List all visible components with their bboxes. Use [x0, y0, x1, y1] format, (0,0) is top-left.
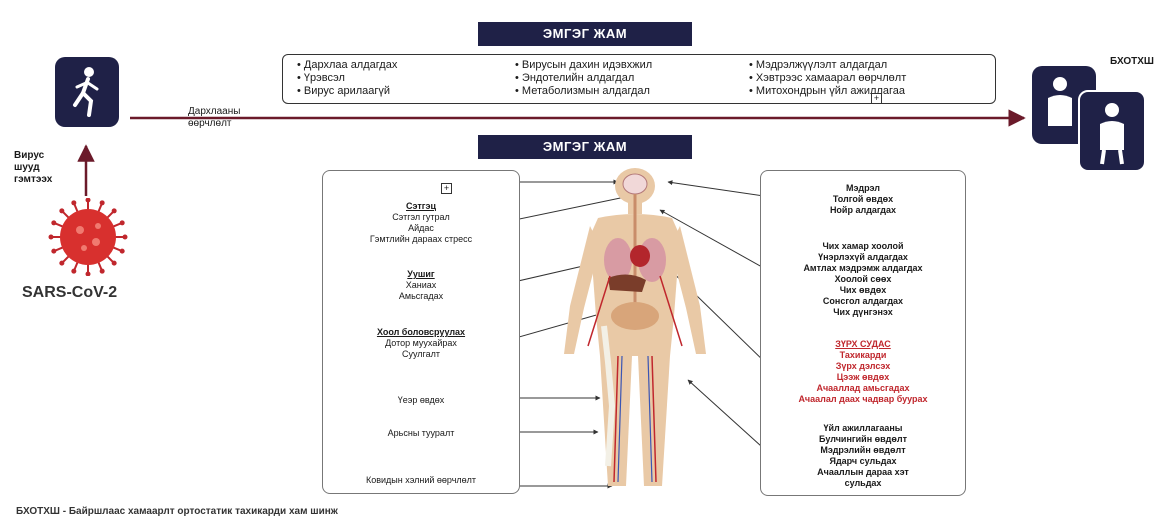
patient-icon [1080, 92, 1144, 170]
virus-spike-tip [112, 261, 117, 266]
virus-spike-tip [100, 200, 105, 205]
skin-rash-label: Арьсны тууралт [323, 428, 519, 439]
virus-spike-tip [120, 249, 125, 254]
virus-spike-tip [86, 198, 91, 203]
left-symptom-panel: + Сэтгэц Сэтгэл гутрал Айдас Гэмтлийн да… [322, 170, 520, 494]
neuro-group: Мэдрэл Толгой өвдөх Нойр алдагдах [761, 183, 965, 216]
virus-damage-label: Вирус шууд гэмтээх [14, 150, 52, 186]
ent-group: Чих хамар хоолой Үнэрлэхүй алдагдах Амтл… [761, 241, 965, 318]
running-person-icon [55, 57, 119, 127]
virus-spike-tip [120, 220, 125, 225]
psych-group: Сэтгэц Сэтгэл гутрал Айдас Гэмтлийн дара… [323, 201, 519, 245]
joint-pain-label: Үеэр өвдөх [323, 395, 519, 406]
covid-tongue-label: Ковидын хэлний өөрчлөлт [323, 475, 519, 486]
virus-spike-tip [112, 208, 117, 213]
human-body-figure [548, 166, 722, 496]
immune-change-label: Дархлааны өөрчлөлт [188, 106, 240, 130]
virus-spike-tip [100, 269, 105, 274]
virus-spike-tip [71, 269, 76, 274]
footer-note: БХОТХШ - Байршлаас хамаарлт ортостатик т… [16, 506, 338, 517]
virus-spike-tip [71, 200, 76, 205]
patient-icon-card [55, 57, 119, 127]
right-label: БХОТХШ [1110, 56, 1154, 67]
lung-group: Уушиг Ханиах Амьсгадах [323, 269, 519, 302]
virus-spike-tip [49, 235, 54, 240]
digest-group: Хоол боловсруулах Дотор муухайрах Суулга… [323, 327, 519, 360]
virus-spike-tip [51, 220, 56, 225]
virus-name: SARS-CoV-2 [22, 284, 117, 302]
virus-spike-tip [86, 272, 91, 277]
function-group: Үйл ажиллагааны Булчингийн өвдөлт Мэдрэл… [761, 423, 965, 489]
patients-icon-card-front [1078, 90, 1146, 172]
virus-spike-tip [59, 261, 64, 266]
cardio-group: ЗҮРХ СУДАС Тахикарди Зүрх дэлсэх Цээж өв… [761, 339, 965, 405]
expand-icon[interactable]: + [441, 183, 452, 194]
right-symptom-panel: Мэдрэл Толгой өвдөх Нойр алдагдах Чих ха… [760, 170, 966, 496]
virus-icon [38, 198, 138, 276]
virus-spike-tip [59, 208, 64, 213]
virus-spike-tip [51, 249, 56, 254]
virus-spike-tip [123, 235, 128, 240]
